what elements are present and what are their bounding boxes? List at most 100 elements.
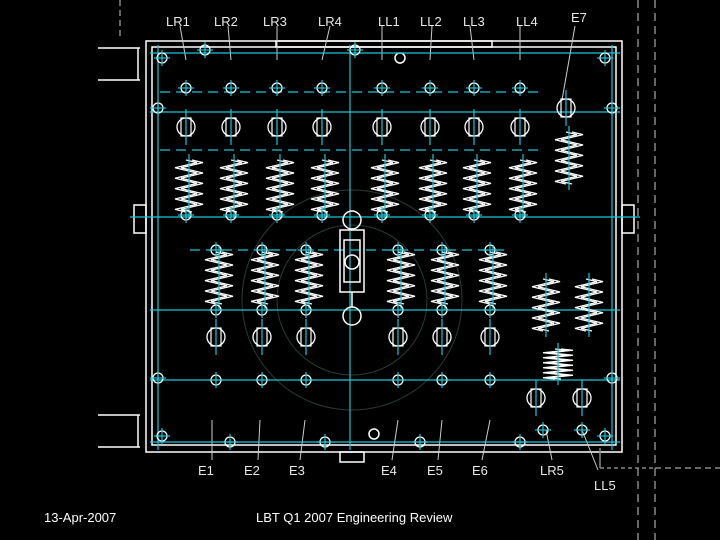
small-spring bbox=[542, 343, 574, 385]
spring-coil bbox=[478, 251, 502, 305]
centerlines bbox=[130, 45, 640, 450]
lower-spring-anchor bbox=[434, 242, 450, 258]
spring-coil-back bbox=[225, 159, 249, 213]
label-E4: E4 bbox=[381, 463, 397, 478]
lower-lever bbox=[252, 319, 272, 355]
spring-coil bbox=[462, 159, 486, 213]
label-E5: E5 bbox=[427, 463, 443, 478]
lower-spring-anchor bbox=[390, 242, 406, 258]
spring-coil bbox=[531, 278, 555, 332]
lr5-spring bbox=[531, 273, 561, 337]
spring-coil-back bbox=[484, 251, 508, 305]
upper-pivot bbox=[269, 80, 285, 96]
spring-coil-back bbox=[548, 348, 574, 380]
label-LR1: LR1 bbox=[166, 14, 190, 29]
spring-coil-back bbox=[424, 159, 448, 213]
upper-lever bbox=[176, 109, 196, 145]
upper-lever bbox=[510, 109, 530, 145]
upper-spring bbox=[310, 154, 340, 218]
frame-pivot bbox=[412, 434, 428, 450]
frame-pivot bbox=[222, 434, 238, 450]
lower-spring-anchor bbox=[298, 242, 314, 258]
lower-pivot bbox=[434, 302, 450, 318]
spring-coil-back bbox=[180, 159, 204, 213]
frame-pivot bbox=[150, 100, 166, 116]
spring-coil-back bbox=[316, 159, 340, 213]
upper-spring-anchor bbox=[466, 207, 482, 223]
spring-coil bbox=[418, 159, 442, 213]
upper-pivot bbox=[466, 80, 482, 96]
spring-assemblies bbox=[150, 42, 620, 450]
label-E2: E2 bbox=[244, 463, 260, 478]
spring-coil bbox=[250, 251, 274, 305]
lower-base-pivot bbox=[482, 372, 498, 388]
lower-pivot bbox=[254, 302, 270, 318]
upper-pivot bbox=[314, 80, 330, 96]
upper-pivot bbox=[512, 80, 528, 96]
upper-pivot bbox=[223, 80, 239, 96]
lower-spring-anchor bbox=[254, 242, 270, 258]
footer-title: LBT Q1 2007 Engineering Review bbox=[256, 510, 453, 525]
spring-coil-back bbox=[514, 159, 538, 213]
construction-circles bbox=[241, 189, 463, 411]
upper-spring-anchor bbox=[223, 207, 239, 223]
footer-date: 13-Apr-2007 bbox=[44, 510, 117, 525]
frame-pivot bbox=[597, 50, 613, 66]
spring-coil-back bbox=[256, 251, 280, 305]
frame-pivot bbox=[317, 434, 333, 450]
lower-lever bbox=[388, 319, 408, 355]
upper-spring bbox=[265, 154, 295, 218]
label-LR4: LR4 bbox=[318, 14, 342, 29]
label-LL3: LL3 bbox=[463, 14, 485, 29]
frame-pivot bbox=[150, 370, 166, 386]
lower-spring bbox=[204, 246, 234, 310]
spring-coil bbox=[386, 251, 410, 305]
upper-lever bbox=[312, 109, 332, 145]
lower-spring bbox=[386, 246, 416, 310]
frame-pivot bbox=[197, 42, 213, 58]
lower-pivot bbox=[390, 302, 406, 318]
label-LL1: LL1 bbox=[378, 14, 400, 29]
label-E7: E7 bbox=[571, 10, 587, 25]
upper-spring-anchor bbox=[422, 207, 438, 223]
upper-spring-anchor bbox=[512, 207, 528, 223]
spring-coil-back bbox=[436, 251, 460, 305]
lower-pivot bbox=[208, 302, 224, 318]
spring-coil bbox=[219, 159, 243, 213]
spring-coil-back bbox=[580, 278, 604, 332]
upper-lever bbox=[464, 109, 484, 145]
label-LL2: LL2 bbox=[420, 14, 442, 29]
spring-coil-back bbox=[300, 251, 324, 305]
spring-coil bbox=[508, 159, 532, 213]
spring-coil-back bbox=[468, 159, 492, 213]
lower-spring bbox=[430, 246, 460, 310]
central-actuator bbox=[339, 210, 365, 326]
upper-lever bbox=[267, 109, 287, 145]
lower-spring-anchor bbox=[208, 242, 224, 258]
lower-pivot bbox=[298, 302, 314, 318]
e7-lever bbox=[556, 90, 576, 126]
frame-pivot bbox=[604, 100, 620, 116]
label-LL4: LL4 bbox=[516, 14, 538, 29]
label-LL5: LL5 bbox=[594, 478, 616, 493]
spring-coil bbox=[310, 159, 334, 213]
upper-spring-anchor bbox=[374, 207, 390, 223]
upper-spring-anchor bbox=[269, 207, 285, 223]
lr5-base-pivot bbox=[535, 422, 551, 438]
spring-coil bbox=[294, 251, 318, 305]
spring-coil bbox=[265, 159, 289, 213]
frame-pivot bbox=[154, 50, 170, 66]
ll5-base-pivot bbox=[574, 422, 590, 438]
upper-spring bbox=[174, 154, 204, 218]
upper-spring bbox=[219, 154, 249, 218]
spring-coil-back bbox=[376, 159, 400, 213]
frame-pivot bbox=[512, 434, 528, 450]
spring-coil-back bbox=[537, 278, 561, 332]
ll5-spring bbox=[574, 273, 604, 337]
lower-base-pivot bbox=[208, 372, 224, 388]
spring-coil bbox=[430, 251, 454, 305]
lower-spring bbox=[250, 246, 280, 310]
label-LR2: LR2 bbox=[214, 14, 238, 29]
spring-coil-back bbox=[392, 251, 416, 305]
frame-pivot bbox=[154, 428, 170, 444]
